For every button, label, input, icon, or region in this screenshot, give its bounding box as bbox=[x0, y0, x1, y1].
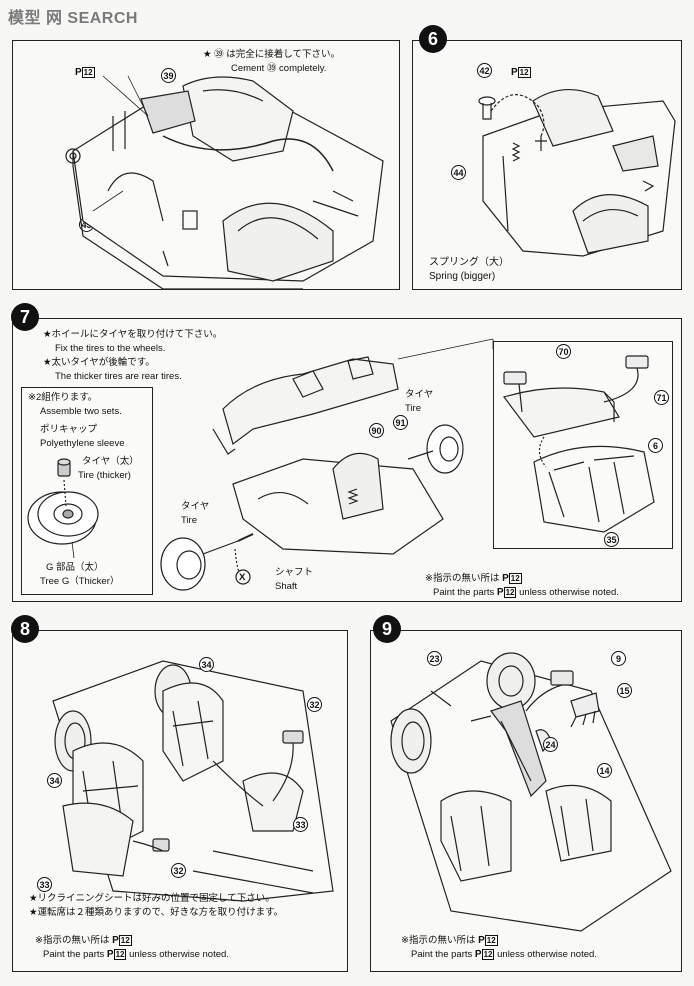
step-8-note2: ★運転席は２種類ありますので、好きな方を取り付けます。 bbox=[29, 907, 284, 918]
tire-label-en: Tire bbox=[181, 515, 198, 526]
part-number-23: 23 bbox=[427, 651, 442, 666]
shaft-label-en: Shaft bbox=[275, 581, 298, 592]
step-9-panel: 9 23 9 15 24 14 ※指示の bbox=[370, 615, 682, 972]
part-number-91: 91 bbox=[393, 415, 408, 430]
part-number-6: 6 bbox=[648, 438, 663, 453]
part-number-70: 70 bbox=[556, 344, 571, 359]
step-8-panel: 8 34 32 34 bbox=[11, 615, 348, 972]
step-7-illustration bbox=[160, 338, 494, 591]
step-5-note-en: Cement ㊴ completely. bbox=[231, 63, 327, 74]
tire-thick-label-en: Tire (thicker) bbox=[78, 470, 131, 481]
tree-g-label-en: Tree G（Thicker） bbox=[40, 576, 120, 587]
step-8-number: 8 bbox=[11, 615, 39, 643]
step-5-note-jp: ★ ㊴ は完全に接着して下さい。 bbox=[203, 49, 341, 60]
part-number-90: 90 bbox=[369, 423, 384, 438]
step-7-inset-tire-assembly: ※2組作ります。 Assemble two sets. ポリキャップ Polye… bbox=[21, 387, 153, 595]
part-number-35: 35 bbox=[604, 532, 619, 547]
watermark-logo: 模型 网 SEARCH bbox=[8, 10, 138, 27]
step-7-number: 7 bbox=[11, 303, 39, 331]
part-number-24: 24 bbox=[543, 737, 558, 752]
part-number-33-left: 33 bbox=[37, 877, 52, 892]
inset-note-jp: ※2組作ります。 bbox=[28, 392, 98, 403]
part-number-14: 14 bbox=[597, 763, 612, 778]
step-7-inset-seat-assembly: 70 71 6 35 bbox=[493, 341, 673, 549]
step-7-note2-jp: ★太いタイヤが後輪です。 bbox=[43, 357, 155, 368]
part-number-71: 71 bbox=[654, 390, 669, 405]
part-number-33-right: 33 bbox=[293, 817, 308, 832]
step-9-illustration bbox=[390, 652, 672, 932]
shaft-label-jp: シャフト bbox=[275, 567, 314, 578]
step-7-note1-jp: ★ホイールにタイヤを取り付けて下さい。 bbox=[43, 329, 223, 340]
inset-seat-drawing bbox=[503, 355, 655, 533]
step-6-spring-label-en: Spring (bigger) bbox=[429, 271, 496, 282]
step-7-note2-en: The thicker tires are rear tires. bbox=[55, 371, 182, 382]
part-number-15: 15 bbox=[617, 683, 632, 698]
part-number-32-bottom: 32 bbox=[171, 863, 186, 878]
step-8-illustration bbox=[52, 660, 334, 902]
step-8-note1: ★リクライニングシートは好みの位置で固定して下さい。 bbox=[29, 893, 275, 904]
part-number-32-right: 32 bbox=[307, 697, 322, 712]
polycap-label-jp: ポリキャップ bbox=[40, 424, 98, 435]
part-number-9: 9 bbox=[611, 651, 626, 666]
part-number-34-top: 34 bbox=[199, 657, 214, 672]
inset-note-en: Assemble two sets. bbox=[40, 406, 122, 417]
x-mark-label: X bbox=[239, 572, 246, 583]
step-7-note1-en: Fix the tires to the wheels. bbox=[55, 343, 166, 354]
tire-label-jp: タイヤ bbox=[181, 501, 210, 512]
step-5-illustration bbox=[65, 75, 384, 290]
rear-tire-label-en: Tire bbox=[405, 403, 422, 414]
part-number-42: 42 bbox=[477, 63, 492, 78]
step-9-number: 9 bbox=[373, 615, 401, 643]
polycap-label-en: Polyethylene sleeve bbox=[40, 438, 125, 449]
rear-tire-label-jp: タイヤ bbox=[405, 389, 434, 400]
inset-tire-drawing bbox=[27, 458, 99, 559]
tire-thick-label-jp: タイヤ（太） bbox=[82, 456, 139, 467]
part-number-44: 44 bbox=[451, 165, 466, 180]
part-number-34-left: 34 bbox=[47, 773, 62, 788]
step-7-panel: 7 ★ホイールにタイヤを取り付けて下さい。 Fix the tires to t… bbox=[11, 303, 682, 602]
part-number-39: 39 bbox=[161, 68, 176, 83]
tree-g-label-jp: G 部品（太） bbox=[46, 562, 104, 573]
step-6-illustration bbox=[478, 88, 676, 257]
step-6-spring-label-jp: スプリング（大） bbox=[429, 257, 509, 268]
step-6-number: 6 bbox=[419, 25, 447, 53]
